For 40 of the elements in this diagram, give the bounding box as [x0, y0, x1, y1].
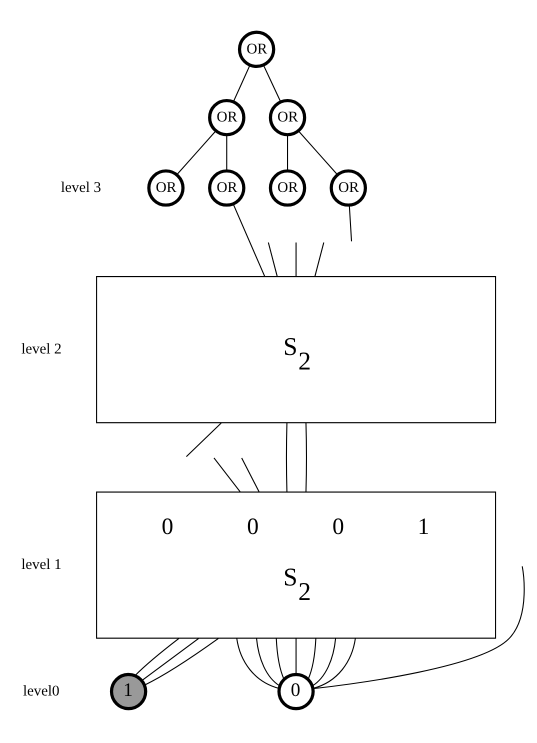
- connector: [268, 242, 278, 276]
- connector: [186, 422, 222, 458]
- connector: [142, 638, 199, 681]
- connector: [134, 638, 180, 676]
- label: level 2: [21, 342, 62, 358]
- connector: [298, 130, 338, 175]
- connector: [232, 204, 266, 277]
- node-circle: OR: [208, 169, 246, 207]
- connector: [256, 638, 280, 686]
- connector: [262, 64, 282, 102]
- node-circle: OR: [147, 169, 185, 207]
- connector: [276, 638, 285, 680]
- connector: [313, 566, 525, 690]
- connector: [296, 638, 297, 674]
- connector: [214, 458, 241, 492]
- node-circle: 0: [277, 672, 315, 710]
- connector: [287, 134, 288, 171]
- connector: [308, 638, 316, 680]
- node-circle: OR: [268, 98, 306, 136]
- connector: [236, 638, 280, 689]
- connector: [226, 134, 228, 171]
- node-circle: OR: [268, 169, 306, 207]
- node-circle: 1: [110, 672, 148, 710]
- connector: [305, 422, 307, 492]
- connector: [286, 422, 288, 492]
- label: level0: [22, 683, 60, 700]
- connector: [312, 638, 336, 686]
- node-circle: OR: [330, 169, 367, 207]
- connector: [241, 458, 260, 492]
- connector: [348, 205, 352, 242]
- node-circle: OR: [238, 30, 276, 68]
- connector: [233, 64, 250, 102]
- connector: [144, 638, 219, 686]
- node-circle: OR: [208, 98, 246, 136]
- connector: [314, 242, 324, 276]
- connector: [312, 638, 356, 689]
- label: level 1: [21, 557, 62, 574]
- label: level 3: [60, 180, 102, 196]
- connector: [296, 242, 297, 276]
- connector: [176, 130, 216, 175]
